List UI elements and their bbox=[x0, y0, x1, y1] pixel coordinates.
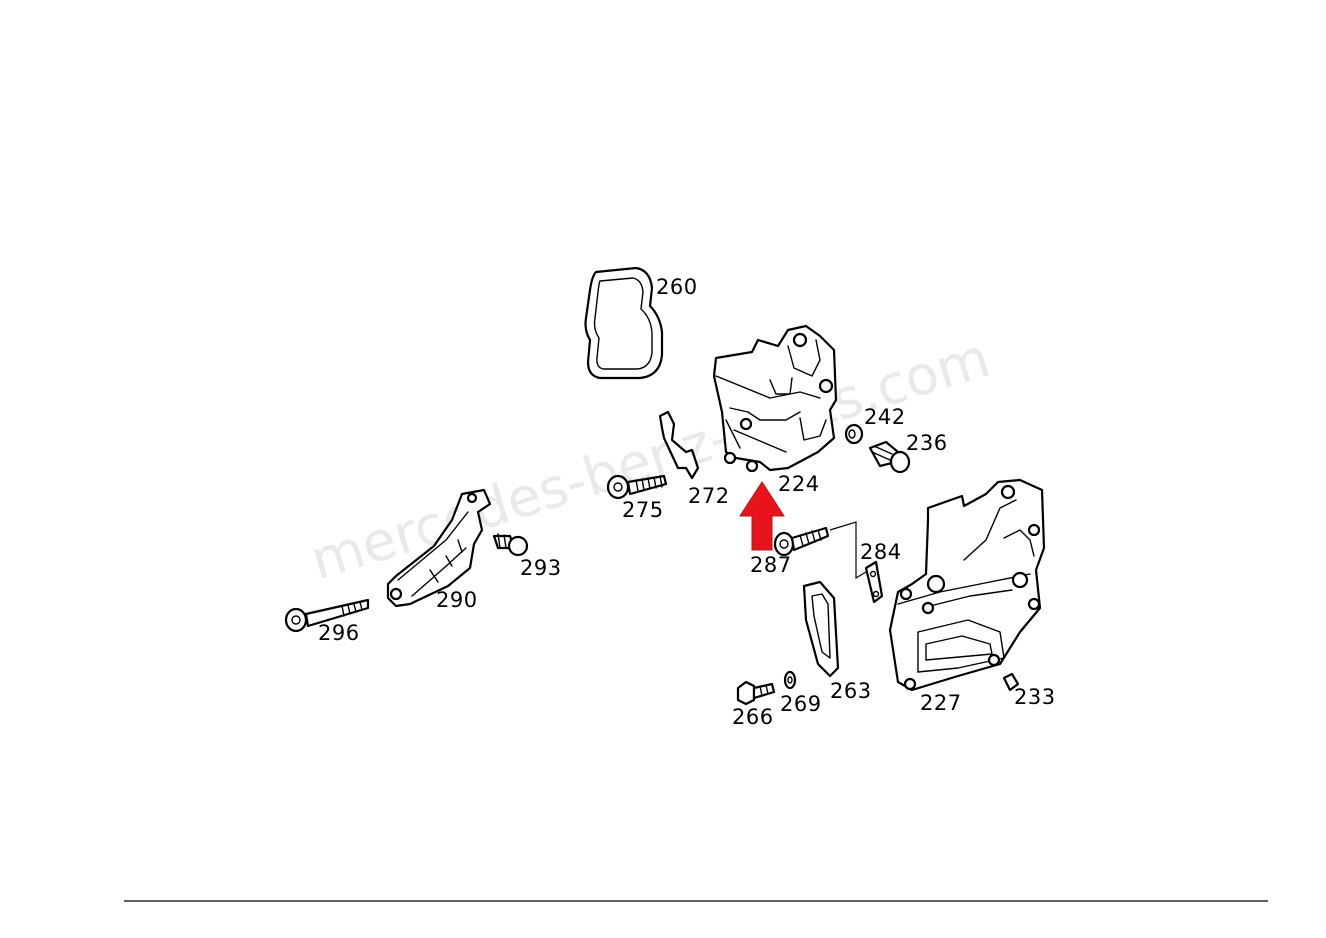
part-260-gasket[interactable] bbox=[584, 266, 664, 380]
callout-296[interactable]: 296 bbox=[318, 621, 360, 645]
part-272-clip[interactable] bbox=[658, 410, 700, 480]
part-242-bushing[interactable] bbox=[844, 423, 864, 445]
callout-269[interactable]: 269 bbox=[780, 692, 822, 716]
leader-line-284 bbox=[829, 521, 867, 580]
part-275-bolt[interactable] bbox=[606, 474, 668, 500]
part-227-housing[interactable] bbox=[888, 478, 1046, 692]
callout-272[interactable]: 272 bbox=[688, 484, 730, 508]
part-287-bolt[interactable] bbox=[773, 526, 830, 557]
part-236-bolt[interactable] bbox=[868, 440, 911, 474]
part-269-washer[interactable] bbox=[783, 670, 797, 690]
part-293-bolt[interactable] bbox=[492, 533, 529, 557]
part-263-gasket[interactable] bbox=[802, 580, 840, 678]
callout-266[interactable]: 266 bbox=[732, 705, 774, 729]
callout-233[interactable]: 233 bbox=[1014, 685, 1056, 709]
callout-275[interactable]: 275 bbox=[622, 498, 664, 522]
callout-284[interactable]: 284 bbox=[860, 540, 902, 564]
part-296-bolt[interactable] bbox=[284, 598, 370, 633]
part-290-bracket[interactable] bbox=[386, 488, 492, 608]
callout-236[interactable]: 236 bbox=[906, 431, 948, 455]
callout-293[interactable]: 293 bbox=[520, 556, 562, 580]
callout-287[interactable]: 287 bbox=[750, 553, 792, 577]
callout-260[interactable]: 260 bbox=[656, 275, 698, 299]
part-233-plug[interactable] bbox=[1002, 672, 1020, 692]
part-224-housing[interactable] bbox=[712, 324, 838, 473]
highlight-arrow bbox=[739, 481, 785, 551]
callout-290[interactable]: 290 bbox=[436, 588, 478, 612]
callout-224[interactable]: 224 bbox=[778, 472, 820, 496]
callout-263[interactable]: 263 bbox=[830, 679, 872, 703]
callout-242[interactable]: 242 bbox=[864, 405, 906, 429]
callout-227[interactable]: 227 bbox=[920, 691, 962, 715]
part-284-link[interactable] bbox=[864, 560, 884, 604]
part-266-bolt[interactable] bbox=[736, 680, 776, 706]
